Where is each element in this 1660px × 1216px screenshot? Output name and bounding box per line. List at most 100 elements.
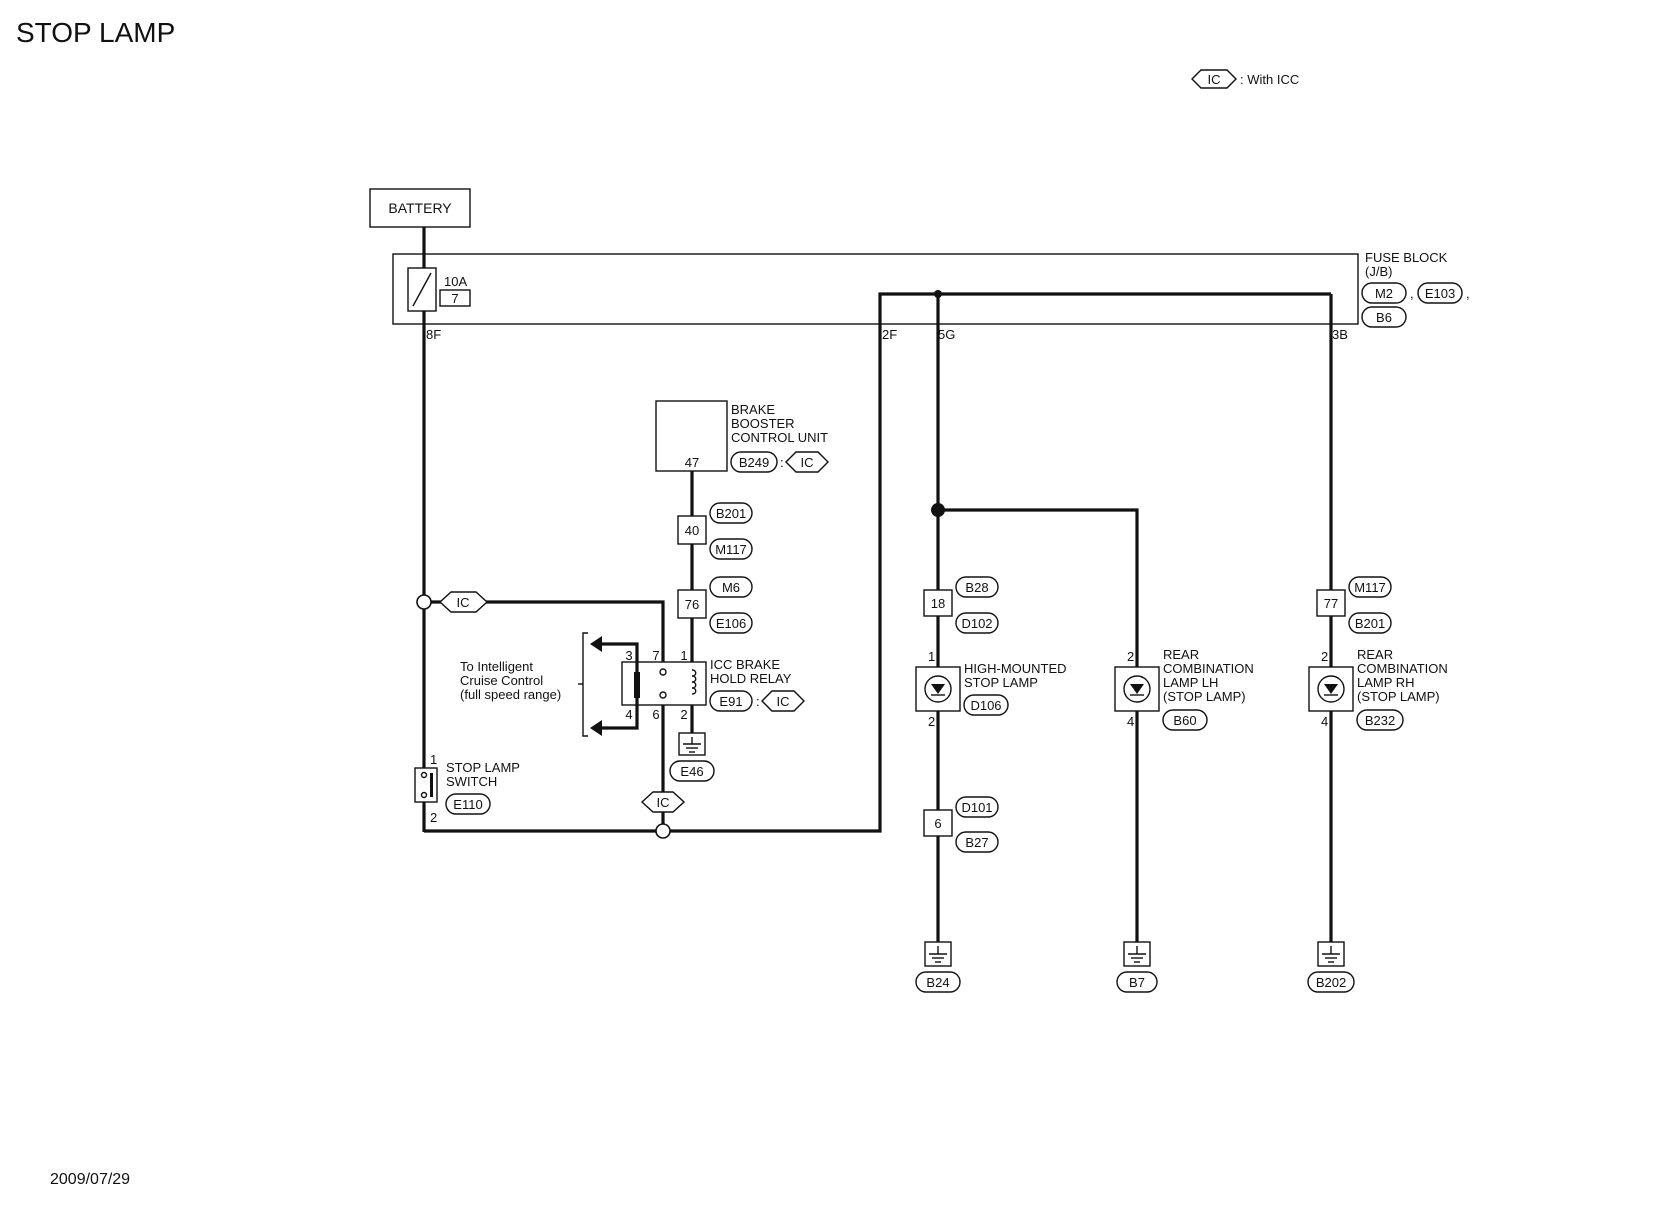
rear-rh-label-3: LAMP RH bbox=[1357, 675, 1415, 690]
legend-text: : With ICC bbox=[1240, 72, 1299, 87]
connector-b24: B24 bbox=[926, 975, 949, 990]
icc-note: To Intelligent Cruise Control (full spee… bbox=[460, 632, 588, 737]
ground-symbol-icon bbox=[1123, 941, 1151, 967]
icc-brake-hold-relay: 3 7 1 4 6 2 ICC BRAKE HOLD RELAY E91 : I… bbox=[590, 636, 805, 782]
relay-coil-icon bbox=[691, 669, 697, 695]
connector-b27: B27 bbox=[965, 835, 988, 850]
high-mounted-pin-bottom: 2 bbox=[928, 714, 935, 729]
connector-d102: D102 bbox=[961, 616, 992, 631]
rear-rh-label-2: COMBINATION bbox=[1357, 661, 1448, 676]
bulb-icon bbox=[1324, 684, 1338, 694]
connector-d101: D101 bbox=[961, 800, 992, 815]
connector-m117-rh: M117 bbox=[1354, 580, 1386, 595]
splice-open-bottom bbox=[655, 823, 671, 839]
battery: BATTERY bbox=[369, 188, 471, 228]
ic-tag-upper: IC bbox=[438, 591, 489, 613]
relay-sep: : bbox=[756, 694, 760, 709]
switch-contact-icon bbox=[430, 773, 433, 797]
rear-lh-pin-top: 2 bbox=[1127, 649, 1134, 664]
terminal-5g: 5G bbox=[938, 327, 955, 342]
fuse-block-sublabel: (J/B) bbox=[1365, 264, 1392, 279]
ground-symbol-icon bbox=[924, 941, 952, 967]
rear-lh-pin-bottom: 4 bbox=[1127, 714, 1134, 729]
fuse-block: 10A 7 FUSE BLOCK (J/B) M2 , E103 , B6 8F… bbox=[392, 250, 1470, 342]
brake-booster-label-1: BRAKE bbox=[731, 402, 775, 417]
brake-booster-label-3: CONTROL UNIT bbox=[731, 430, 828, 445]
brake-booster-label-2: BOOSTER bbox=[731, 416, 795, 431]
connector-b7: B7 bbox=[1129, 975, 1145, 990]
connector-m6: M6 bbox=[722, 580, 740, 595]
icc-note-line-2: Cruise Control bbox=[460, 673, 543, 688]
connector-e91: E91 bbox=[719, 694, 742, 709]
connector-b202: B202 bbox=[1316, 975, 1346, 990]
relay-label-1: ICC BRAKE bbox=[710, 657, 780, 672]
joint-connector-40: 40 B201 M117 bbox=[677, 502, 753, 560]
relay-pin-2: 2 bbox=[680, 707, 687, 722]
fuse-block-label: FUSE BLOCK bbox=[1365, 250, 1448, 265]
wires bbox=[422, 227, 1333, 942]
connector-m117: M117 bbox=[715, 542, 747, 557]
high-mounted-label-1: HIGH-MOUNTED bbox=[964, 661, 1067, 676]
ground-symbol-icon bbox=[678, 732, 706, 756]
splice-open-left bbox=[416, 594, 432, 610]
diagram-title: STOP LAMP bbox=[16, 17, 175, 48]
legend-tag-text: IC bbox=[1208, 72, 1221, 87]
legend: IC : With ICC bbox=[1191, 69, 1299, 89]
rear-combination-lamp-lh: 2 4 REAR COMBINATION LAMP LH (STOP LAMP)… bbox=[1114, 647, 1254, 731]
junctions bbox=[416, 290, 945, 839]
relay-pin-6: 6 bbox=[652, 707, 659, 722]
relay-contact-icon bbox=[634, 672, 640, 698]
joint-40-pin: 40 bbox=[685, 523, 699, 538]
high-mounted-label-2: STOP LAMP bbox=[964, 675, 1038, 690]
diagram-date: 2009/07/29 bbox=[50, 1171, 130, 1188]
relay-label-2: HOLD RELAY bbox=[710, 671, 792, 686]
terminal-8f: 8F bbox=[426, 327, 441, 342]
splice-dot-top bbox=[934, 290, 942, 298]
connector-b201-rh: B201 bbox=[1355, 616, 1385, 631]
rear-lh-label-3: LAMP LH bbox=[1163, 675, 1218, 690]
rear-rh-label-1: REAR bbox=[1357, 647, 1393, 662]
fuse-amp: 10A bbox=[444, 274, 467, 289]
connector-m2: M2 bbox=[1375, 286, 1393, 301]
bulb-icon bbox=[931, 684, 945, 694]
rear-rh-label-4: (STOP LAMP) bbox=[1357, 689, 1440, 704]
relay-pin-7: 7 bbox=[652, 648, 659, 663]
connector-b28: B28 bbox=[965, 580, 988, 595]
battery-label: BATTERY bbox=[388, 200, 452, 216]
connector-e103: E103 bbox=[1425, 286, 1455, 301]
connector-b6: B6 bbox=[1376, 310, 1392, 325]
high-mounted-pin-top: 1 bbox=[928, 649, 935, 664]
brake-booster-pin: 47 bbox=[685, 455, 699, 470]
joint-connector-77: 77 M117 B201 bbox=[1316, 576, 1392, 634]
rear-rh-pin-top: 2 bbox=[1321, 649, 1328, 664]
brake-booster-sep: : bbox=[780, 455, 784, 470]
high-mounted-stop-lamp: 1 2 HIGH-MOUNTED STOP LAMP D106 bbox=[915, 649, 1067, 729]
switch-pin-2: 2 bbox=[430, 810, 437, 825]
connector-b60: B60 bbox=[1173, 713, 1196, 728]
stop-lamp-switch: 1 2 STOP LAMP SWITCH E110 bbox=[414, 752, 520, 825]
splice-dot-mid bbox=[931, 503, 945, 517]
switch-pin-1: 1 bbox=[430, 752, 437, 767]
connector-b249: B249 bbox=[739, 455, 769, 470]
terminal-3b: 3B bbox=[1332, 327, 1348, 342]
legend-ic-tag bbox=[1191, 69, 1237, 89]
joint-6-pin: 6 bbox=[934, 816, 941, 831]
joint-connector-6: 6 D101 B27 bbox=[923, 796, 999, 853]
ic-tag-upper-text: IC bbox=[457, 595, 470, 610]
relay-pin-3: 3 bbox=[625, 648, 632, 663]
brake-booster-control-unit: 47 BRAKE BOOSTER CONTROL UNIT B249 : IC bbox=[655, 400, 829, 473]
rear-combination-lamp-rh: 2 4 REAR COMBINATION LAMP RH (STOP LAMP)… bbox=[1308, 647, 1448, 731]
ic-tag-lower-text: IC bbox=[657, 795, 670, 810]
ic-tag-lower: IC bbox=[640, 791, 686, 813]
connector-e106: E106 bbox=[716, 616, 746, 631]
icc-note-line-3: (full speed range) bbox=[460, 687, 561, 702]
relay-pin-4: 4 bbox=[625, 707, 632, 722]
joint-76-pin: 76 bbox=[685, 597, 699, 612]
sep-comma-2: , bbox=[1466, 286, 1470, 301]
bulb-icon bbox=[1130, 684, 1144, 694]
ground-b7: B7 bbox=[1116, 941, 1158, 993]
connector-d106: D106 bbox=[970, 698, 1001, 713]
joint-connector-18: 18 B28 D102 bbox=[923, 576, 999, 634]
ground-symbol-icon bbox=[1317, 941, 1345, 967]
connector-b232: B232 bbox=[1365, 713, 1395, 728]
